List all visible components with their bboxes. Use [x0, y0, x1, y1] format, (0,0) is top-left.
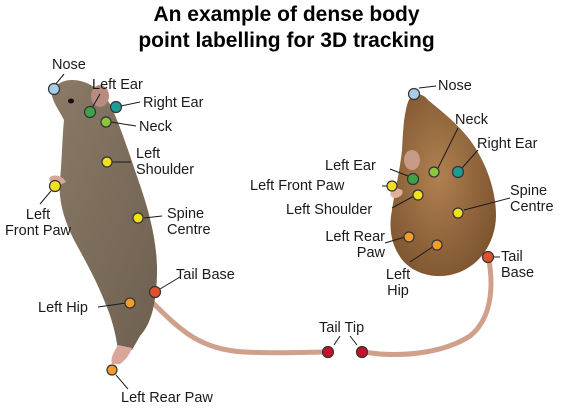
leader-lines [39, 73, 511, 390]
kp-left-tail-base [148, 285, 162, 299]
leader-line [143, 215, 163, 219]
left-mouse-rear-leg [111, 345, 132, 364]
label-right-left-rear-paw: Left Rear Paw [305, 229, 385, 261]
label-line: Paw [356, 245, 385, 261]
left-mouse [49, 80, 331, 364]
leader-line [115, 374, 129, 390]
label-line: Base [501, 265, 535, 281]
kp-left-left-shoulder [101, 156, 113, 168]
label-right-left-ear: Left Ear [325, 158, 376, 174]
kp-left-left-hip [124, 297, 136, 309]
label-left-left-front-paw: Left Front Paw [0, 207, 76, 239]
leader-line [39, 190, 52, 205]
leader-line [349, 335, 358, 346]
label-line: Left [385, 267, 411, 283]
label-line: Left [25, 207, 51, 223]
kp-left-left-front-paw [48, 179, 62, 193]
diagram-title: An example of dense body point labelling… [0, 2, 573, 54]
label-left-nose: Nose [52, 57, 86, 73]
label-line: Spine [510, 183, 548, 199]
leader-line [463, 197, 511, 211]
label-right-left-front-paw: Left Front Paw [250, 178, 345, 194]
title-line-2: point labelling for 3D tracking [138, 29, 435, 52]
left-mouse-eye [68, 98, 74, 104]
kp-left-left-rear-paw [106, 364, 118, 376]
right-mouse-tail [359, 252, 494, 357]
label-tail-tip: Tail Tip [319, 320, 365, 336]
keypoints [47, 82, 495, 376]
kp-tail-tip-left [321, 345, 335, 359]
leader-line [110, 121, 137, 127]
left-mouse-tail [147, 297, 331, 356]
kp-right-neck [428, 166, 440, 178]
label-right-right-ear: Right Ear [477, 136, 538, 152]
leader-line [409, 245, 435, 263]
kp-right-left-hip [431, 239, 443, 251]
leader-line [418, 85, 437, 89]
label-right-tail-base: Tail Base [501, 249, 534, 281]
label-left-left-rear-paw: Left Rear Paw [121, 390, 213, 406]
leader-line [91, 93, 101, 109]
label-right-spine-centre: Spine Centre [510, 183, 554, 215]
leader-line [384, 236, 406, 244]
leader-line [120, 101, 141, 107]
kp-left-nose [47, 82, 61, 96]
label-right-nose: Nose [438, 78, 472, 94]
label-left-tail-base: Tail Base [176, 267, 235, 283]
label-left-spine-centre: Spine Centre [167, 206, 211, 238]
label-left-right-ear: Right Ear [143, 95, 204, 111]
kp-right-tail-base [481, 250, 495, 264]
label-right-neck: Neck [455, 112, 489, 128]
label-right-left-shoulder: Left Shoulder [286, 202, 373, 218]
kp-tail-tip-right [355, 345, 369, 359]
kp-left-neck [100, 116, 112, 128]
right-mouse-ear [404, 150, 420, 170]
label-line: Centre [510, 199, 554, 215]
label-line: Left Rear [325, 229, 385, 245]
title-line-1: An example of dense body [153, 3, 420, 26]
kp-right-nose [407, 87, 421, 101]
kp-left-spine-centre [132, 212, 144, 224]
label-left-neck: Neck [139, 119, 173, 135]
leader-line [437, 127, 459, 169]
label-line: Hip [387, 283, 409, 299]
right-mouse [359, 94, 496, 357]
label-left-left-ear: Left Ear [92, 77, 143, 93]
leader-line [54, 73, 65, 86]
label-line: Shoulder [136, 162, 195, 178]
label-left-left-shoulder: Left Shoulder [136, 146, 194, 178]
label-line: Left [136, 146, 161, 162]
leader-line [97, 302, 127, 308]
leader-line [389, 168, 409, 177]
right-mouse-body [390, 94, 496, 277]
kp-right-left-rear-paw [403, 231, 415, 243]
kp-right-left-ear [406, 172, 420, 186]
label-left-left-hip: Left Hip [38, 300, 88, 316]
kp-right-spine-centre [452, 207, 464, 219]
label-right-left-hip: Left Hip [380, 267, 416, 299]
leader-line [461, 149, 479, 169]
kp-right-right-ear [451, 165, 465, 179]
left-mouse-body [51, 80, 158, 350]
label-line: Tail [501, 249, 523, 265]
kp-right-left-front-paw [386, 180, 398, 192]
leader-line [333, 335, 341, 346]
kp-left-right-ear [109, 100, 123, 114]
kp-left-left-ear [83, 105, 97, 119]
label-line: Front Paw [4, 223, 72, 239]
kp-right-left-shoulder [412, 189, 424, 201]
label-line: Centre [167, 222, 211, 238]
label-line: Spine [167, 206, 205, 222]
leader-line [391, 195, 415, 209]
leader-line [159, 276, 181, 290]
